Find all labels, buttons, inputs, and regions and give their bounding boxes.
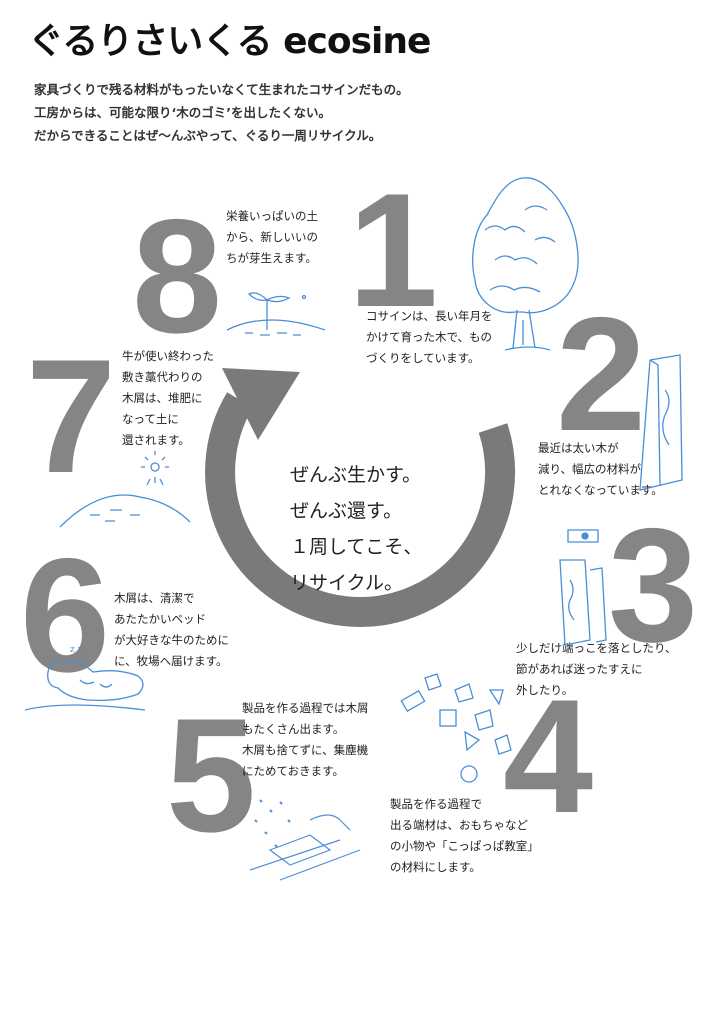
caption-line: 製品を作る過程で — [390, 797, 482, 811]
svg-text:z z: z z — [70, 645, 83, 655]
caption-line: 木屑は、清潔で — [114, 591, 195, 605]
step-caption-7: 牛が使い終わった敷き藁代わりの木屑は、堆肥になって土に還されます。 — [122, 346, 214, 451]
caption-line: が大好きな牛のために — [114, 633, 229, 647]
caption-line: に、牧場へ届けます。 — [114, 654, 228, 668]
step-number-6: 6 — [20, 525, 111, 706]
step-caption-8: 栄養いっぱいの土から、新しいいのちが芽生えます。 — [226, 206, 318, 269]
caption-line: 還されます。 — [122, 433, 190, 447]
step-caption-3: 少しだけ端っこを落としたり、節があれば迷ったすえに外したり。 — [516, 638, 677, 701]
intro-line: だからできることはぜ～んぶやって、ぐるり一周リサイクル。 — [34, 128, 382, 143]
step-number-4: 4 — [503, 666, 594, 847]
center-line: １周してこそ、 — [290, 536, 423, 558]
step-number-8: 8 — [132, 186, 223, 367]
intro-line: 家具づくりで残る材料がもったいなくて生まれたコサインだもの。 — [34, 82, 409, 97]
caption-line: づくりをしています。 — [366, 351, 480, 365]
step-number-2: 2 — [556, 284, 647, 465]
caption-line: あたたかいベッド — [114, 612, 206, 626]
caption-line: 栄養いっぱいの土 — [226, 209, 318, 223]
intro-line: 工房からは、可能な限り‘木のゴミ’を出したくない。 — [34, 105, 331, 120]
sawdust-illustration — [249, 799, 361, 881]
caption-line: コサインは、長い年月を — [366, 309, 493, 323]
caption-line: の小物や「こっぱっぱ教室」 — [390, 839, 539, 853]
step-caption-6: 木屑は、清潔であたたかいベッドが大好きな牛のためにに、牧場へ届けます。 — [114, 588, 229, 672]
center-line: ぜんぶ還す。 — [290, 500, 403, 522]
step-caption-4: 製品を作る過程で出る端材は、おもちゃなどの小物や「こっぱっぱ教室」の材料にします… — [390, 794, 539, 878]
step-number-7: 7 — [26, 326, 117, 507]
caption-line: 少しだけ端っこを落としたり、 — [516, 641, 677, 655]
step-number-5: 5 — [166, 685, 257, 866]
caption-line: 敷き藁代わりの — [122, 370, 203, 384]
caption-line: にためておきます。 — [242, 764, 345, 778]
caption-line: もたくさん出ます。 — [242, 722, 345, 736]
intro-text: 家具づくりで残る材料がもったいなくて生まれたコサインだもの。 工房からは、可能な… — [34, 78, 409, 147]
step-number-1: 1 — [348, 160, 439, 341]
tree-illustration — [472, 177, 579, 351]
caption-line: かけて育った木で、もの — [366, 330, 493, 344]
center-line: ぜんぶ生かす。 — [290, 464, 422, 486]
caption-line: 出る端材は、おもちゃなど — [390, 818, 528, 832]
caption-line: なって土に — [122, 412, 179, 426]
caption-line: 減り、幅広の材料が — [538, 462, 642, 476]
step-caption-2: 最近は太い木が減り、幅広の材料がとれなくなっています。 — [538, 438, 663, 501]
center-message: ぜんぶ生かす。 ぜんぶ還す。 １周してこそ、 リサイクル。 — [290, 457, 422, 601]
cow-illustration: z z — [24, 645, 146, 711]
caption-line: 木屑は、堆肥に — [122, 391, 203, 405]
step-number-3: 3 — [608, 495, 699, 676]
caption-line: 最近は太い木が — [538, 441, 619, 455]
caption-line: 製品を作る過程では木屑 — [242, 701, 369, 715]
sprout-illustration — [226, 292, 326, 336]
center-line: リサイクル。 — [290, 572, 404, 594]
page-title: ぐるりさいくる ecosine — [28, 21, 431, 62]
caption-line: の材料にします。 — [390, 860, 481, 874]
caption-line: 外したり。 — [516, 683, 574, 697]
step-caption-5: 製品を作る過程では木屑もたくさん出ます。木屑も捨てずに、集塵機にためておきます。 — [242, 698, 369, 782]
wood-blocks-illustration — [400, 673, 512, 783]
caption-line: 木屑も捨てずに、集塵機 — [242, 743, 369, 757]
wood-plank-illustration — [639, 354, 683, 491]
caption-line: とれなくなっています。 — [538, 483, 663, 497]
compost-mound-illustration — [59, 451, 191, 528]
caption-line: 牛が使い終わった — [122, 349, 214, 363]
caption-line: から、新しいいの — [226, 230, 318, 244]
caption-line: 節があれば迷ったすえに — [516, 662, 643, 676]
caption-line: ちが芽生えます。 — [226, 251, 317, 265]
cut-wood-illustration — [559, 529, 607, 646]
step-caption-1: コサインは、長い年月をかけて育った木で、ものづくりをしています。 — [366, 306, 493, 369]
